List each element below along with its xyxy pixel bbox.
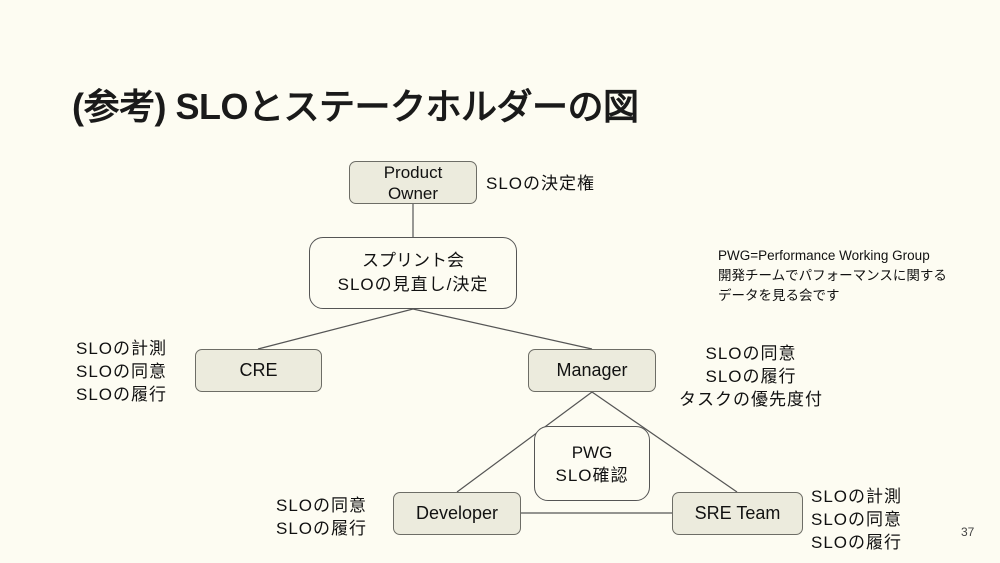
edge-sprint-manager (412, 308, 593, 350)
node-manager-label: Manager (556, 359, 628, 380)
note-line: SLOの履行 (705, 367, 797, 386)
node-product-owner: Product Owner (349, 161, 477, 204)
note-line: SLOの決定権 (486, 174, 596, 193)
node-product-owner-line2: Owner (387, 183, 439, 203)
slide-title: (参考) SLOとステークホルダーの図 (72, 86, 639, 127)
note-developer: SLOの同意 SLOの履行 (276, 494, 367, 540)
node-sprint-meeting-line2: SLOの見直し/決定 (337, 275, 489, 294)
note-manager: SLOの同意 SLOの履行 タスクの優先度付 (666, 342, 836, 411)
edge-sprint-cre (257, 308, 414, 350)
page-number: 37 (961, 525, 975, 539)
note-line: タスクの優先度付 (679, 390, 823, 409)
node-cre-label: CRE (239, 359, 278, 380)
node-manager: Manager (528, 349, 656, 392)
node-sprint-meeting-line1: スプリント会 (362, 251, 464, 270)
note-line: SLOの同意 (811, 510, 903, 529)
edge-manager-sre (591, 391, 738, 493)
node-developer-label: Developer (415, 502, 499, 523)
legend-line3: データを見る会です (718, 288, 840, 303)
note-line: SLOの履行 (811, 533, 903, 552)
node-sre-team: SRE Team (672, 492, 803, 535)
note-line: SLOの同意 (705, 344, 797, 363)
note-line: SLOの計測 (76, 339, 168, 358)
node-sprint-meeting: スプリント会 SLOの見直し/決定 (309, 237, 517, 309)
node-product-owner-line1: Product (383, 162, 443, 182)
node-pwg-line1: PWG (571, 442, 613, 462)
pwg-legend: PWG=Performance Working Group 開発チームでパフォー… (718, 246, 947, 306)
note-line: SLOの同意 (276, 496, 368, 515)
legend-line1: PWG=Performance Working Group (718, 248, 930, 263)
node-pwg: PWG SLO確認 (534, 426, 650, 501)
note-cre: SLOの計測 SLOの同意 SLOの履行 (76, 337, 167, 406)
node-sre-team-label: SRE Team (694, 502, 781, 523)
note-line: SLOの同意 (76, 362, 168, 381)
node-pwg-line2: SLO確認 (555, 465, 629, 485)
node-cre: CRE (195, 349, 322, 392)
note-line: SLOの計測 (811, 487, 903, 506)
note-sre-team: SLOの計測 SLOの同意 SLOの履行 (811, 485, 902, 554)
legend-line2: 開発チームでパフォーマンスに関する (718, 268, 947, 283)
node-developer: Developer (393, 492, 521, 535)
note-line: SLOの履行 (76, 385, 168, 404)
note-line: SLOの履行 (276, 519, 368, 538)
note-product-owner: SLOの決定権 (486, 172, 595, 195)
edge-manager-developer (456, 391, 593, 493)
